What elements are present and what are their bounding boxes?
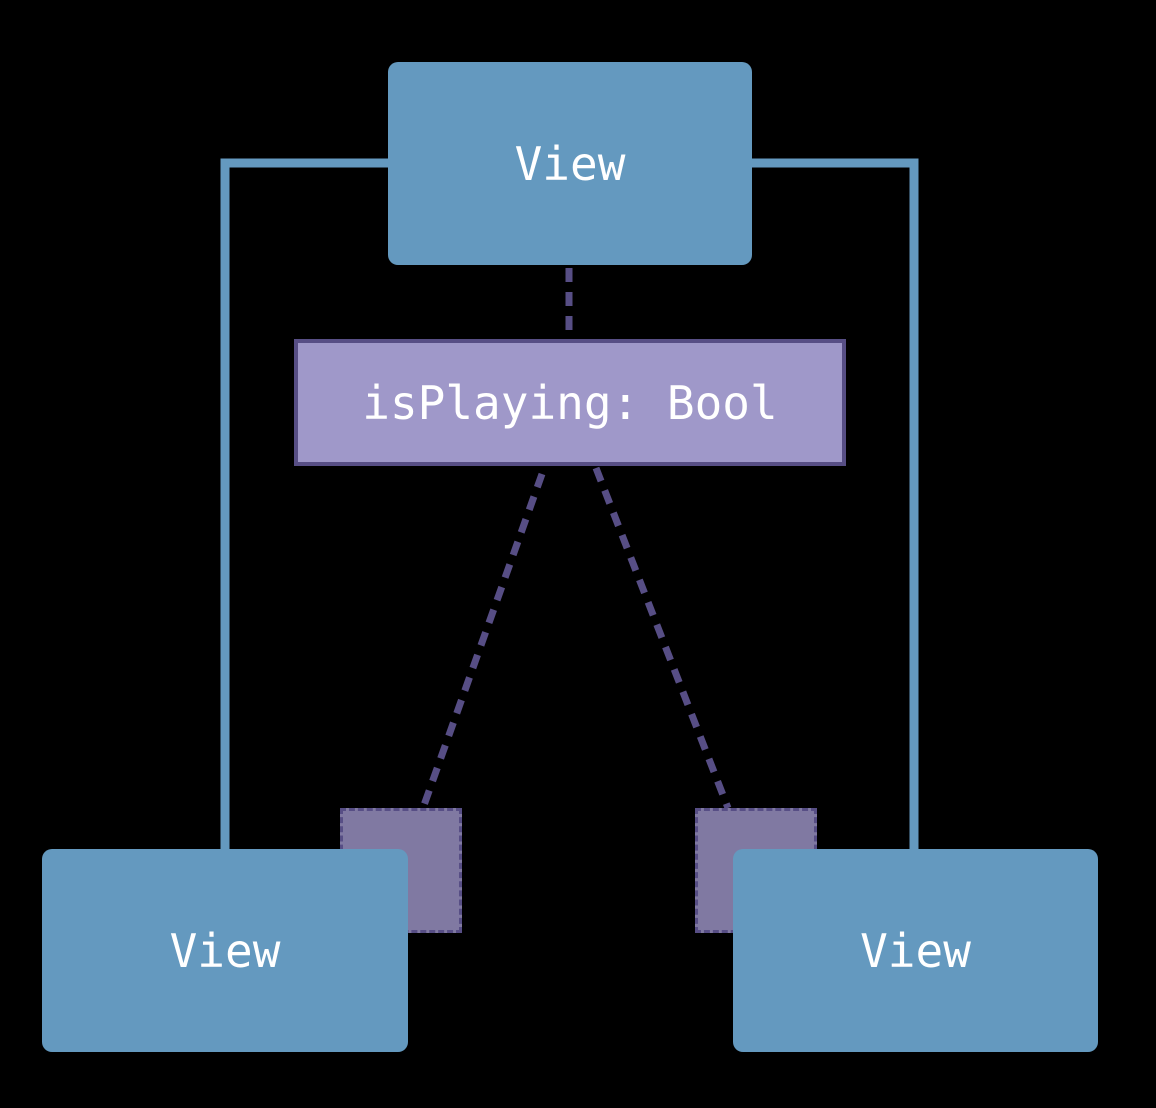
- parent-view-label: View: [514, 136, 626, 191]
- dependency-line-state-right-binding: [592, 466, 732, 810]
- dependency-line-state-left-binding: [419, 472, 546, 810]
- parent-view-node: View: [388, 62, 752, 265]
- right-child-view-label: View: [860, 923, 971, 978]
- right-child-view-node: View: [733, 849, 1098, 1052]
- hierarchy-line-right: [752, 158, 919, 850]
- state-label: isPlaying: Bool: [362, 375, 778, 430]
- state-node: isPlaying: Bool: [294, 339, 846, 466]
- left-child-view-node: View: [42, 849, 408, 1052]
- left-child-view-label: View: [169, 923, 281, 978]
- hierarchy-line-left: [220, 158, 388, 850]
